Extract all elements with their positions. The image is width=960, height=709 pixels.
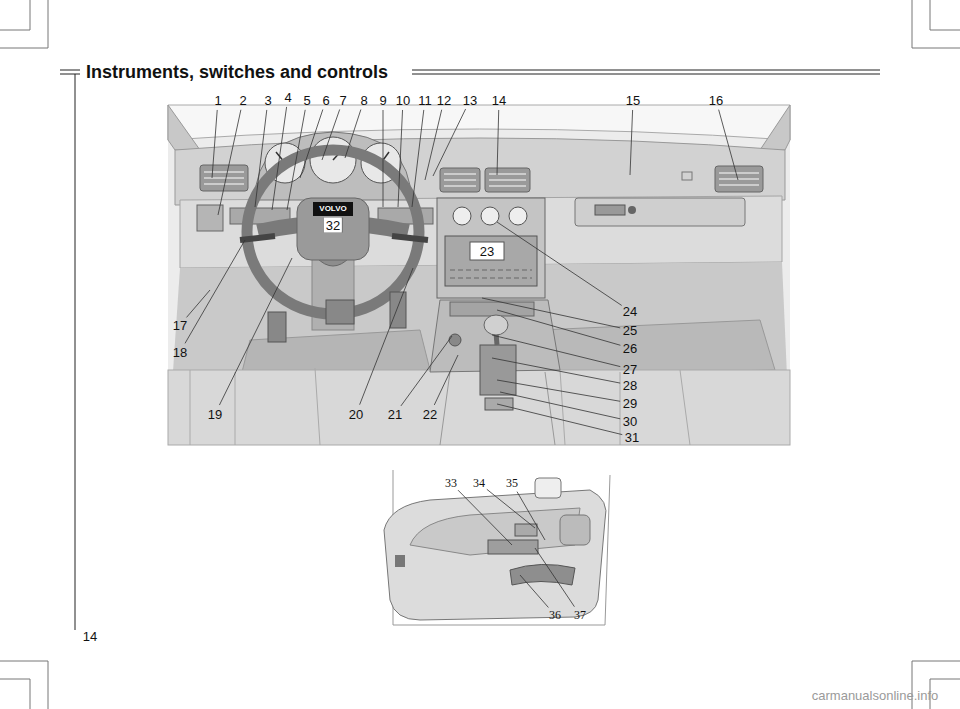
leader-line	[497, 110, 499, 175]
leader-line	[630, 110, 633, 175]
page-title: Instruments, switches and controls	[86, 63, 388, 81]
dashboard-illustration	[168, 105, 790, 445]
callout-number: 34	[473, 477, 485, 489]
leader-line	[517, 492, 545, 540]
leader-line	[535, 548, 574, 607]
callout-number: 21	[388, 408, 402, 421]
callout-number: 10	[396, 94, 410, 107]
callout-number: 35	[506, 477, 518, 489]
leader-line	[212, 110, 217, 178]
watermark: carmanualsonline.info	[812, 689, 938, 702]
leader-line	[719, 110, 738, 180]
leader-line	[322, 109, 340, 160]
callout-number: 27	[623, 363, 637, 376]
title-rules	[60, 70, 880, 630]
leader-line	[345, 110, 361, 158]
leader-line	[497, 310, 620, 345]
leader-line	[458, 490, 512, 545]
leader-line	[433, 109, 466, 176]
callout-number: 9	[379, 94, 386, 107]
leader-line	[218, 110, 241, 215]
leader-line	[255, 110, 267, 207]
leader-line	[487, 489, 535, 528]
leader-line	[412, 110, 424, 207]
callout-number: 23	[478, 244, 496, 259]
callout-number: 3	[264, 94, 271, 107]
page-number: 14	[83, 630, 97, 643]
callout-number: 6	[322, 94, 329, 107]
leader-line	[520, 575, 548, 607]
callout-number: 4	[284, 91, 291, 104]
leader-line	[492, 358, 620, 383]
leader-line	[497, 404, 622, 435]
callout-number: 28	[623, 379, 637, 392]
callout-number: 32	[324, 218, 342, 233]
leader-line	[187, 290, 210, 317]
callout-number: 26	[623, 342, 637, 355]
callout-number: 15	[626, 94, 640, 107]
leader-line	[272, 107, 287, 210]
callout-number: 2	[239, 94, 246, 107]
leader-line	[360, 268, 413, 405]
callout-number: 14	[492, 94, 506, 107]
callout-number: 20	[349, 408, 363, 421]
callout-number: 22	[423, 408, 437, 421]
leader-line	[500, 392, 620, 419]
leader-line	[185, 240, 245, 343]
leader-line	[401, 336, 452, 406]
callout-number: 29	[623, 397, 637, 410]
leader-line	[497, 380, 620, 401]
brand-badge: VOLVO	[319, 205, 346, 213]
callout-number: 8	[360, 94, 367, 107]
leader-line	[287, 110, 305, 210]
leader-line	[482, 298, 620, 328]
callout-number: 19	[208, 408, 222, 421]
leader-line	[300, 109, 323, 178]
callout-number: 24	[623, 305, 637, 318]
callout-number: 31	[625, 431, 639, 444]
callout-number: 11	[418, 94, 432, 107]
leader-line	[219, 258, 292, 405]
leader-line	[398, 110, 403, 207]
callout-number: 13	[463, 94, 477, 107]
leader-line	[434, 355, 458, 405]
leader-line	[497, 222, 622, 305]
callout-number: 12	[437, 94, 451, 107]
callout-number: 25	[623, 324, 637, 337]
door-illustration	[384, 470, 610, 625]
callout-number: 7	[339, 94, 346, 107]
callout-number: 16	[709, 94, 723, 107]
callout-number: 37	[574, 609, 586, 621]
callout-number: 18	[173, 346, 187, 359]
callout-number: 30	[623, 415, 637, 428]
callout-number: 33	[445, 477, 457, 489]
callout-number: 1	[214, 94, 221, 107]
callout-number: 5	[303, 94, 310, 107]
callout-number: 36	[549, 609, 561, 621]
leader-line	[383, 110, 384, 207]
leader-line	[425, 110, 442, 180]
callout-number: 17	[173, 319, 187, 332]
